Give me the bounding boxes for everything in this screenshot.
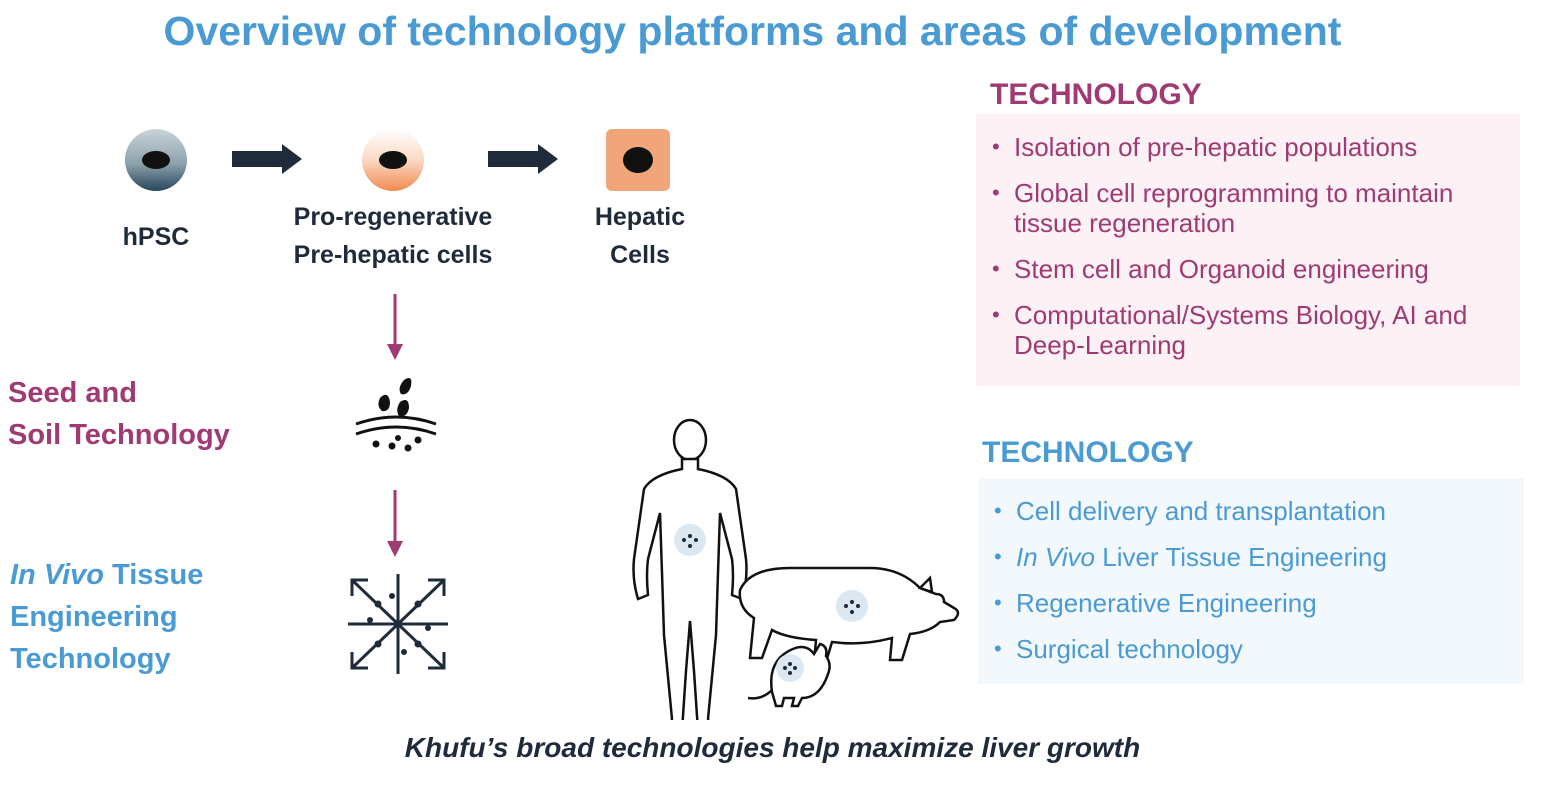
- list-item: Cell delivery and transplantation: [994, 492, 1508, 530]
- human-figure-icon: [632, 418, 748, 720]
- arrow-down-icon: [387, 294, 403, 360]
- list-item: Surgical technology: [994, 630, 1508, 668]
- tissue-engineering-icon: [348, 574, 448, 674]
- pre-hepatic-cell-icon: [362, 129, 424, 191]
- in-vivo-label: In Vivo Tissue Engineering Technology: [10, 559, 204, 675]
- cell-progression-diagram: [125, 129, 960, 720]
- hpsc-cell-icon: [125, 129, 187, 191]
- technology-panel-bottom: Cell delivery and transplantation In Viv…: [978, 478, 1524, 684]
- hepatic-cell-icon: [606, 129, 670, 191]
- pre-hepatic-label: Pro-regenerative Pre-hepatic cells: [293, 203, 493, 269]
- list-item: Regenerative Engineering: [994, 584, 1508, 622]
- list-item: Stem cell and Organoid engineering: [992, 250, 1504, 288]
- seed-soil-icon: [355, 378, 437, 452]
- liver-site-badge: [674, 524, 706, 556]
- technology-panel-top: Isolation of pre-hepatic populations Glo…: [976, 114, 1520, 386]
- hepatic-label: Hepatic Cells: [594, 203, 686, 269]
- technology-heading-bottom: TECHNOLOGY: [982, 436, 1194, 469]
- page-title: Overview of technology platforms and are…: [163, 8, 1342, 54]
- list-item: Computational/Systems Biology, AI and: [992, 296, 1504, 334]
- liver-site-badge: [836, 590, 868, 622]
- list-item-continuation: Deep-Learning: [1014, 330, 1187, 360]
- technology-heading-top: TECHNOLOGY: [990, 78, 1202, 111]
- arrow-right-icon: [488, 144, 558, 174]
- list-item-continuation: tissue regeneration: [1014, 208, 1236, 238]
- list-item: In Vivo Liver Tissue Engineering: [994, 538, 1508, 576]
- list-item: Isolation of pre-hepatic populations: [992, 128, 1504, 166]
- liver-site-badge: [776, 654, 804, 682]
- arrow-down-icon: [387, 490, 403, 557]
- tagline: Khufu’s broad technologies help maximize…: [404, 732, 1141, 763]
- list-item: Global cell reprogramming to maintain: [992, 174, 1504, 212]
- arrow-right-icon: [232, 144, 302, 174]
- hpsc-label: hPSC: [122, 223, 190, 251]
- seed-soil-label: Seed and Soil Technology: [8, 377, 230, 451]
